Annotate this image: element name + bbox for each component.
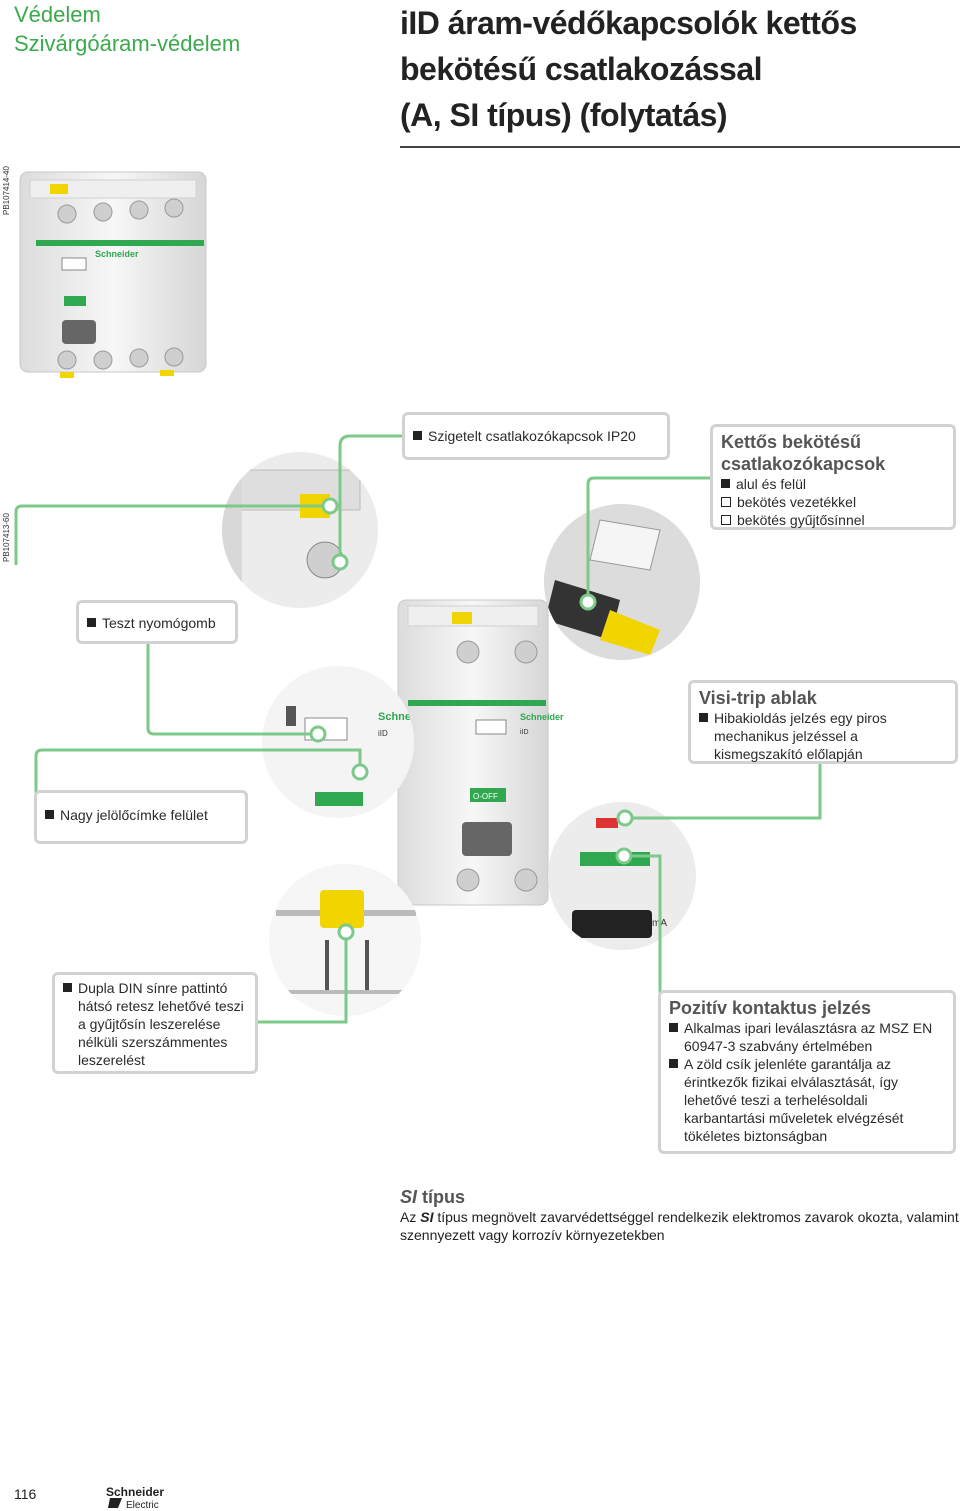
si-type-description: Az SI típus megnövelt zavarvédettséggel … [400,1208,960,1244]
bullet-icon [45,810,54,819]
callout-text: Alkalmas ipari leválasztásra az MSZ EN 6… [684,1020,933,1054]
si-type-section: SI típus Az SI típus megnövelt zavarvéde… [400,1188,960,1244]
si-text-rest: típus megnövelt zavarvédettséggel rendel… [400,1209,959,1243]
section-heading: Védelem Szivárgóáram-védelem [14,0,314,58]
bullet-icon [721,479,730,488]
callout-din-latch: Dupla DIN sínre pattintó hátsó retesz le… [52,972,258,1074]
callout-text: Szigetelt csatlakozókapcsok IP20 [428,428,636,444]
bullet-icon [669,1023,678,1032]
callout-visi-trip: Visi-trip ablak Hibakioldás jelzés egy p… [688,680,958,764]
callout-subitem: bekötés vezetékkel [737,494,857,510]
section-line-1: Védelem [14,2,101,27]
callout-title: Kettős bekötésű csatlakozókapcsok [721,432,886,474]
open-bullet-icon [721,497,731,507]
callout-test-button: Teszt nyomógomb [76,600,238,644]
svg-text:iID: iID [378,729,388,738]
logo-text-bottom: Electric [126,1500,159,1510]
si-title-prefix: SI [400,1187,418,1207]
callout-title: Visi-trip ablak [699,688,817,708]
zoom-terminal [222,452,378,608]
zoom-test-button: Schne iID [262,666,414,818]
connector-dots [309,497,634,941]
open-bullet-icon [721,515,731,525]
title-divider [400,146,960,148]
callout-label-area: Nagy jelölőcímke felület [34,790,248,844]
si-type-title: SI típus [400,1188,960,1206]
callout-double-terminals: Kettős bekötésű csatlakozókapcsok alul é… [710,424,956,530]
callout-text: A zöld csík jelenléte garantálja az érin… [684,1056,904,1144]
callout-text: Teszt nyomógomb [102,615,216,631]
bullet-icon [87,618,96,627]
bullet-icon [699,713,708,722]
section-line-2: Szivárgóáram-védelem [14,31,241,56]
zoom-double-terminal [544,504,700,660]
page-number: 116 [14,1486,37,1502]
si-text-si: SI [420,1209,434,1225]
schneider-logo-icon: Schneider Electric [106,1485,164,1510]
model-label-2p: iID [520,729,529,736]
title-line-3: (A, SI típus) (folytatás) [400,97,728,133]
callout-text: Dupla DIN sínre pattintó hátsó retesz le… [78,980,244,1068]
page-title: iID áram-védőkapcsolók kettős bekötésű c… [400,0,960,138]
off-label-2p: O-OFF [473,792,498,801]
callout-text: alul és felül [736,476,807,492]
brand-label-4p: Schneider [95,249,139,259]
logo-text-top: Schneider [106,1485,164,1499]
callout-title: Pozitív kontaktus jelzés [669,998,872,1018]
callout-positive-contact: Pozitív kontaktus jelzés Alkalmas ipari … [658,990,956,1154]
svg-text:Schne: Schne [378,711,411,723]
bullet-icon [669,1059,678,1068]
bullet-icon [413,431,422,440]
product-photo-2p: Schneider iID O-OFF [397,599,564,906]
callout-text: Nagy jelölőcímke felület [60,807,208,823]
yellow-tab [50,184,68,194]
brand-label-2p: Schneider [520,712,564,722]
si-text-prefix: Az [400,1209,421,1225]
callout-connectors [14,434,822,1024]
title-line-2: bekötésű csatlakozással [400,51,763,87]
callout-subitem: bekötés gyűjtősínnel [737,512,865,528]
si-title-suffix: típus [417,1187,466,1207]
title-line-1: iID áram-védőkapcsolók kettős [400,5,857,41]
bullet-icon [63,983,72,992]
callout-text: Hibakioldás jelzés egy piros mechanikus … [714,710,887,762]
product-photo-4p: Schneider [19,171,207,378]
callout-insulated-terminals: Szigetelt csatlakozókapcsok IP20 [402,412,670,460]
